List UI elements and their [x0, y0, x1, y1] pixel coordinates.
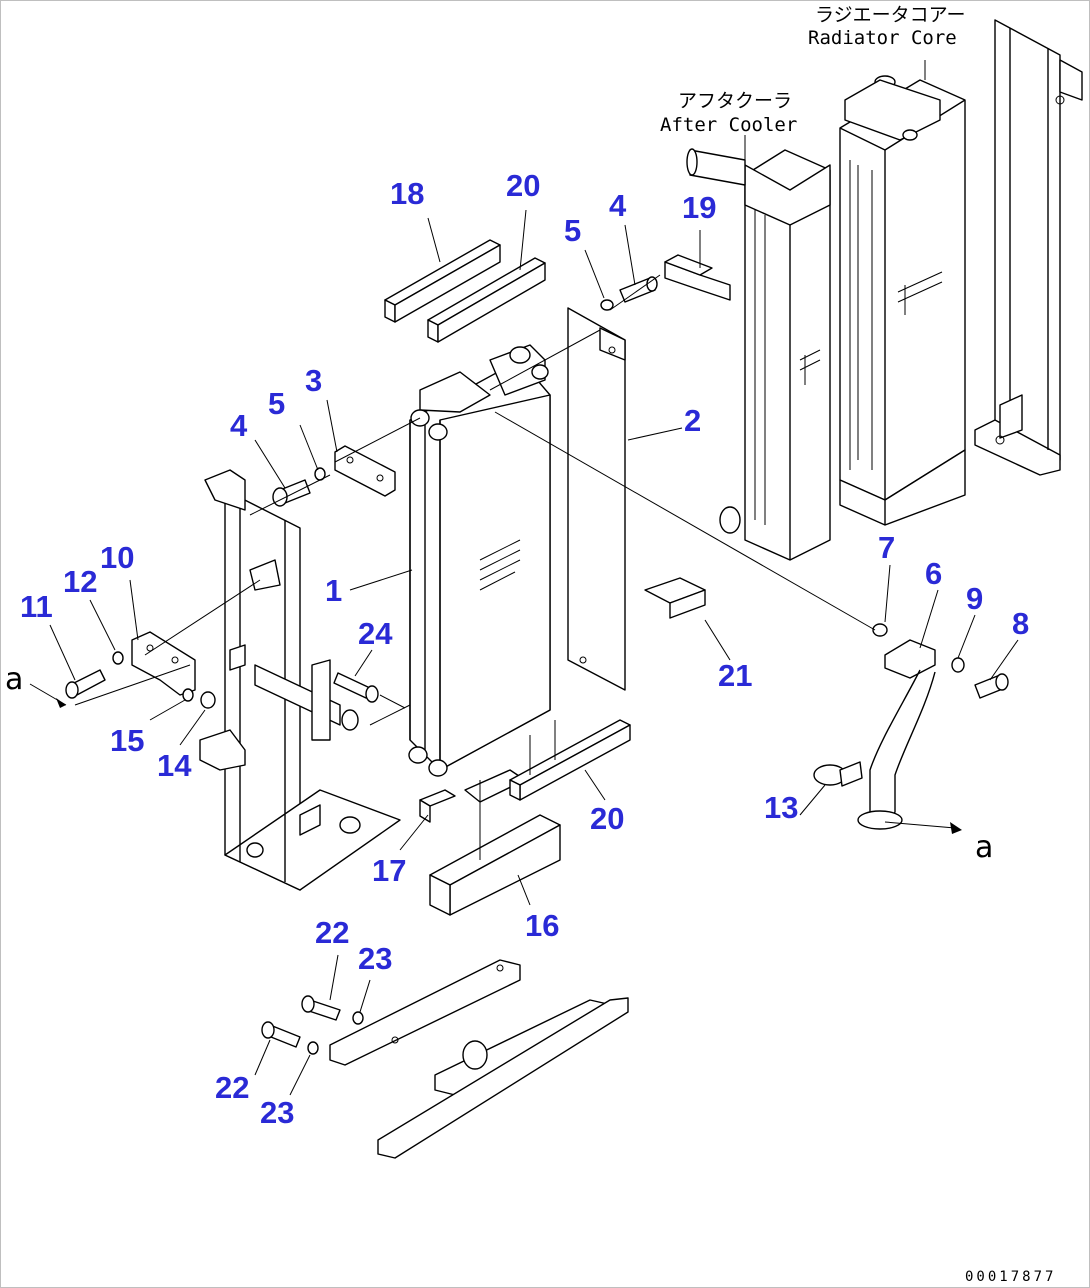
callout-part-20-top[interactable]: 20 — [506, 168, 541, 203]
radiator-core-caption-jp: ラジエータコアー — [815, 4, 966, 26]
part-18-seal-drawing — [384, 239, 501, 323]
callout-part-22-upper[interactable]: 22 — [315, 915, 350, 950]
document-number: 00017877 — [965, 1269, 1057, 1285]
radiator-core-drawing — [839, 75, 966, 526]
callout-part-8[interactable]: 8 — [1012, 606, 1030, 641]
radiator-core-caption-en: Radiator Core — [808, 27, 957, 49]
callout-part-4-upper[interactable]: 4 — [609, 188, 627, 223]
part-11-bolt-drawing — [65, 669, 106, 699]
part-15-washer-drawing — [182, 688, 194, 702]
callout-part-16[interactable]: 16 — [525, 908, 560, 943]
part-12-washer-drawing — [112, 651, 124, 665]
callout-part-21[interactable]: 21 — [718, 658, 753, 693]
callout-part-5-left[interactable]: 5 — [268, 386, 286, 421]
callout-leader-lines — [49, 209, 1019, 1096]
part-23-washer-upper-drawing — [352, 1011, 364, 1025]
callout-part-14[interactable]: 14 — [157, 748, 192, 783]
radiator-frame-left-drawing — [199, 469, 401, 891]
callout-part-23-lower[interactable]: 23 — [260, 1095, 295, 1130]
after-cooler-caption-en: After Cooler — [660, 114, 798, 136]
part-23-washer-lower-drawing — [307, 1041, 319, 1055]
part-22-bolt-lower-drawing — [261, 1021, 301, 1048]
radiator-side-frame-drawing — [974, 19, 1083, 476]
left-bolt-and-washer-drawing — [272, 467, 326, 507]
callout-part-4-left[interactable]: 4 — [230, 408, 248, 443]
callout-part-2[interactable]: 2 — [684, 403, 702, 438]
reference-letter-right: a — [975, 830, 994, 865]
callout-part-10[interactable]: 10 — [100, 540, 135, 575]
after-cooler-caption-jp: アフタクーラ — [678, 90, 793, 112]
part-3-bracket-drawing — [334, 445, 396, 497]
part-14-nut-drawing — [200, 691, 216, 709]
callout-part-15[interactable]: 15 — [110, 723, 145, 758]
callout-part-20-bottom[interactable]: 20 — [590, 801, 625, 836]
callout-part-12[interactable]: 12 — [63, 564, 98, 599]
callout-part-19[interactable]: 19 — [682, 190, 717, 225]
callout-part-22-lower[interactable]: 22 — [215, 1070, 250, 1105]
part-22-bolt-upper-drawing — [301, 995, 341, 1021]
callout-part-1[interactable]: 1 — [325, 573, 343, 608]
upper-bolt-and-washer-drawing — [600, 276, 658, 311]
callout-part-24[interactable]: 24 — [358, 616, 393, 651]
part-1-radiator-drawing — [408, 344, 551, 803]
callout-part-3[interactable]: 3 — [305, 363, 323, 398]
reference-letter-left: a — [5, 662, 24, 697]
callout-part-23-upper[interactable]: 23 — [358, 941, 393, 976]
part-17-seal-drawing — [419, 789, 456, 823]
callout-part-11[interactable]: 11 — [20, 589, 53, 624]
part-13-clamp-drawing — [813, 761, 863, 787]
part-20-seal-bottom-drawing — [509, 719, 631, 801]
part-24-bolt-drawing — [333, 672, 379, 703]
callout-part-6[interactable]: 6 — [925, 556, 943, 591]
callout-part-18[interactable]: 18 — [390, 176, 425, 211]
part-21-seal-drawing — [644, 577, 706, 619]
part-6-pipe-drawing — [857, 639, 936, 830]
part-9-washer-drawing — [951, 657, 965, 673]
callout-part-5-upper[interactable]: 5 — [564, 213, 582, 248]
callout-part-17[interactable]: 17 — [372, 853, 407, 888]
callout-part-13[interactable]: 13 — [764, 790, 799, 825]
callout-part-9[interactable]: 9 — [966, 581, 984, 616]
part-7-o-ring-drawing — [872, 623, 888, 637]
lower-bracket-assembly-drawing — [329, 959, 629, 1159]
part-16-seal-drawing — [429, 814, 561, 916]
callout-part-7[interactable]: 7 — [878, 530, 896, 565]
part-20-seal-top-drawing — [427, 257, 546, 343]
part-2-shroud-plate-drawing — [567, 307, 626, 691]
part-10-bracket-drawing — [131, 631, 196, 696]
part-19-bracket-drawing — [664, 254, 731, 301]
assembly-guide-lines — [29, 60, 962, 860]
after-cooler-drawing — [686, 148, 831, 561]
